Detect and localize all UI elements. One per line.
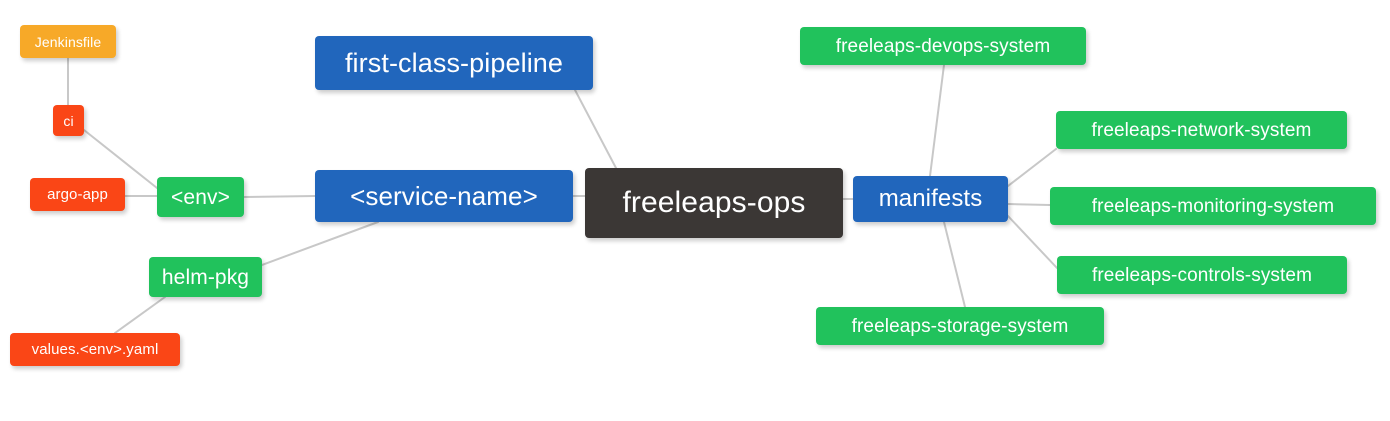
node-ci[interactable]: ci bbox=[53, 105, 84, 136]
node-label-freeleaps-controls-system: freeleaps-controls-system bbox=[1091, 264, 1313, 286]
node-label-first-class-pipeline: first-class-pipeline bbox=[344, 47, 564, 78]
node-label-helm-pkg: helm-pkg bbox=[161, 265, 250, 289]
edge-ops-pipeline bbox=[574, 89, 617, 169]
edge-service-helm bbox=[242, 221, 379, 273]
node-values-env-yaml[interactable]: values.<env>.yaml bbox=[10, 333, 180, 366]
node-argo-app[interactable]: argo-app bbox=[30, 178, 125, 211]
node-label-freeleaps-storage-system: freeleaps-storage-system bbox=[851, 315, 1069, 337]
node-freeleaps-ops[interactable]: freeleaps-ops bbox=[585, 168, 843, 238]
node-manifests[interactable]: manifests bbox=[853, 176, 1008, 222]
edge-helm-values bbox=[114, 296, 166, 334]
edge-manifests-monitoring bbox=[1007, 203, 1051, 206]
node-label-ci: ci bbox=[63, 112, 74, 129]
node-env[interactable]: <env> bbox=[157, 177, 244, 217]
node-freeleaps-controls-system[interactable]: freeleaps-controls-system bbox=[1057, 256, 1347, 294]
node-label-argo-app: argo-app bbox=[47, 186, 108, 203]
node-label-freeleaps-network-system: freeleaps-network-system bbox=[1091, 119, 1312, 141]
node-label-freeleaps-monitoring-system: freeleaps-monitoring-system bbox=[1091, 195, 1335, 217]
node-freeleaps-storage-system[interactable]: freeleaps-storage-system bbox=[816, 307, 1104, 345]
node-label-env: <env> bbox=[171, 185, 230, 209]
node-first-class-pipeline[interactable]: first-class-pipeline bbox=[315, 36, 593, 90]
edge-manifests-storage bbox=[943, 221, 966, 308]
edge-manifests-network bbox=[1007, 148, 1057, 187]
node-label-service-name: <service-name> bbox=[350, 181, 538, 211]
node-label-freeleaps-devops-system: freeleaps-devops-system bbox=[835, 35, 1051, 57]
node-label-jenkinsfile: Jenkinsfile bbox=[34, 33, 102, 50]
node-label-freeleaps-ops: freeleaps-ops bbox=[622, 186, 806, 219]
node-freeleaps-network-system[interactable]: freeleaps-network-system bbox=[1056, 111, 1347, 149]
node-freeleaps-devops-system[interactable]: freeleaps-devops-system bbox=[800, 27, 1086, 65]
node-service-name[interactable]: <service-name> bbox=[315, 170, 573, 222]
node-freeleaps-monitoring-system[interactable]: freeleaps-monitoring-system bbox=[1050, 187, 1376, 225]
edge-manifests-devops bbox=[929, 64, 945, 177]
node-helm-pkg[interactable]: helm-pkg bbox=[149, 257, 262, 297]
node-label-values-env-yaml: values.<env>.yaml bbox=[31, 341, 159, 358]
node-label-manifests: manifests bbox=[878, 185, 983, 212]
node-jenkinsfile[interactable]: Jenkinsfile bbox=[20, 25, 116, 58]
edge-service-env bbox=[243, 195, 316, 198]
edge-manifests-controls bbox=[1007, 215, 1058, 269]
